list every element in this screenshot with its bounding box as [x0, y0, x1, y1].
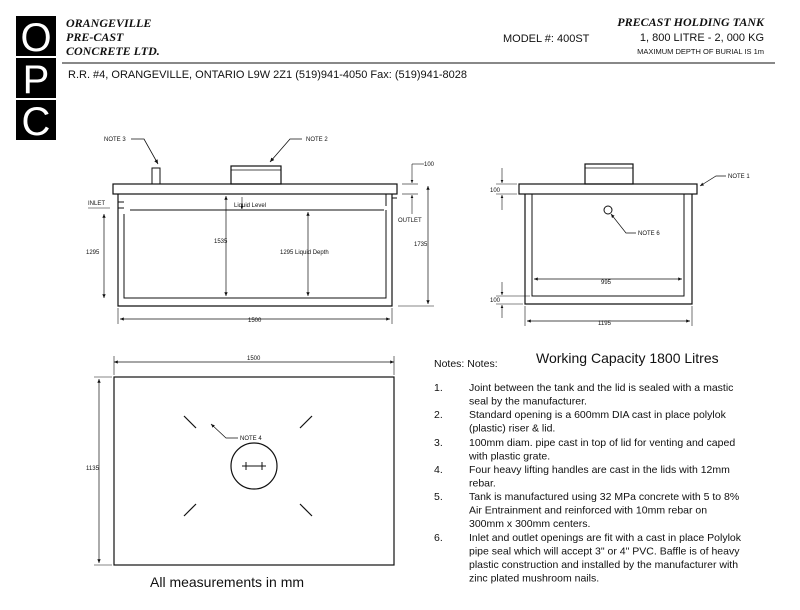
- plan-width-dim: 1500: [247, 356, 261, 362]
- lifting-handle: [299, 415, 313, 429]
- inner-width-dim: 995: [601, 280, 612, 286]
- note-line: (plastic) riser & lid.: [469, 423, 555, 435]
- model-number: MODEL #: 400ST: [503, 33, 590, 45]
- logo-letter-p: P: [23, 58, 50, 102]
- company-name: ORANGEVILLE PRE-CAST CONCRETE LTD.: [66, 16, 160, 58]
- lifting-handle: [299, 503, 313, 517]
- note4-label: NOTE 4: [240, 436, 262, 442]
- product-title: PRECAST HOLDING TANK: [617, 15, 765, 29]
- note6-label: NOTE 6: [638, 231, 660, 237]
- note-line: plastic construction and installed by th…: [469, 559, 738, 571]
- lifting-handle: [183, 415, 197, 429]
- lifting-handle: [183, 503, 197, 517]
- capacity-weight: 1, 800 LITRE - 2, 000 KG: [640, 32, 764, 44]
- note-line: zinc plated mushroom nails.: [469, 573, 599, 585]
- note3-label: NOTE 3: [104, 137, 126, 143]
- note-line: rebar.: [469, 478, 496, 490]
- note-line: seal by the manufacturer.: [469, 396, 587, 408]
- company-line-2: PRE-CAST: [66, 30, 124, 44]
- inlet-height-dim: 1295: [86, 250, 100, 256]
- note-number: 5.: [434, 491, 443, 503]
- note1-label: NOTE 1: [728, 174, 750, 180]
- logo-letter-o: O: [20, 16, 51, 60]
- plan-view: 1500 1135 NOTE 4: [86, 356, 395, 566]
- note-line: Air Entrainment and reinforced with 10mm…: [469, 505, 707, 517]
- end-bottom-dim: 100: [490, 298, 501, 304]
- note-line: Joint between the tank and the lid is se…: [469, 382, 733, 394]
- plan-height-dim: 1135: [86, 466, 100, 472]
- inner-height-dim: 1535: [214, 239, 228, 245]
- liquid-depth-dim: 1295 Liquid Depth: [280, 250, 329, 256]
- note-number: 4.: [434, 464, 443, 476]
- opc-logo: O P C: [16, 16, 56, 144]
- note-line: 300mm x 300mm centers.: [469, 518, 590, 530]
- length-dim: 1500: [248, 318, 262, 324]
- notes-list: 1. Joint between the tank and the lid is …: [434, 382, 742, 585]
- note-line: Standard opening is a 600mm DIA cast in …: [469, 409, 727, 421]
- outlet-label: OUTLET: [398, 218, 422, 224]
- outer-height-dim: 1735: [414, 242, 428, 248]
- note-number: 6.: [434, 532, 443, 544]
- notes-section: Notes: Notes: Working Capacity 1800 Litr…: [434, 350, 742, 585]
- side-elevation: NOTE 3 NOTE 2 Liquid Level 1535 1295 Liq…: [86, 137, 435, 324]
- note2-label: NOTE 2: [306, 137, 328, 143]
- riser-opening: [230, 442, 278, 490]
- company-line-1: ORANGEVILLE: [66, 16, 151, 30]
- notes-heading: Notes: Notes:: [434, 358, 498, 370]
- inlet-label: INLET: [88, 201, 105, 207]
- outer-width-dim: 1195: [598, 321, 612, 327]
- note-line: Tank is manufactured using 32 MPa concre…: [469, 491, 739, 503]
- note-number: 3.: [434, 437, 443, 449]
- end-elevation: NOTE 1 NOTE 6 100 100 995 1195: [490, 163, 750, 327]
- note-number: 2.: [434, 409, 443, 421]
- lid-thickness-dim: 100: [424, 162, 435, 168]
- end-top-dim: 100: [490, 188, 501, 194]
- note-line: 100mm diam. pipe cast in top of lid for …: [469, 437, 735, 449]
- company-line-3: CONCRETE LTD.: [66, 44, 160, 58]
- note-number: 1.: [434, 382, 443, 394]
- note-line: pipe seal which will accept 3" or 4" PVC…: [469, 546, 740, 558]
- note-line: Inlet and outlet openings are fit with a…: [469, 532, 742, 544]
- liquid-level-label: Liquid Level: [234, 203, 266, 209]
- measurement-caption: All measurements in mm: [150, 574, 304, 590]
- address: R.R. #4, ORANGEVILLE, ONTARIO L9W 2Z1 (5…: [68, 69, 467, 81]
- working-capacity: Working Capacity 1800 Litres: [536, 350, 719, 366]
- note-line: Four heavy lifting handles are cast in t…: [469, 464, 730, 476]
- logo-letter-c: C: [22, 100, 51, 144]
- note-line: with plastic grate.: [468, 451, 550, 463]
- burial-depth: MAXIMUM DEPTH OF BURIAL IS 1m: [637, 47, 764, 56]
